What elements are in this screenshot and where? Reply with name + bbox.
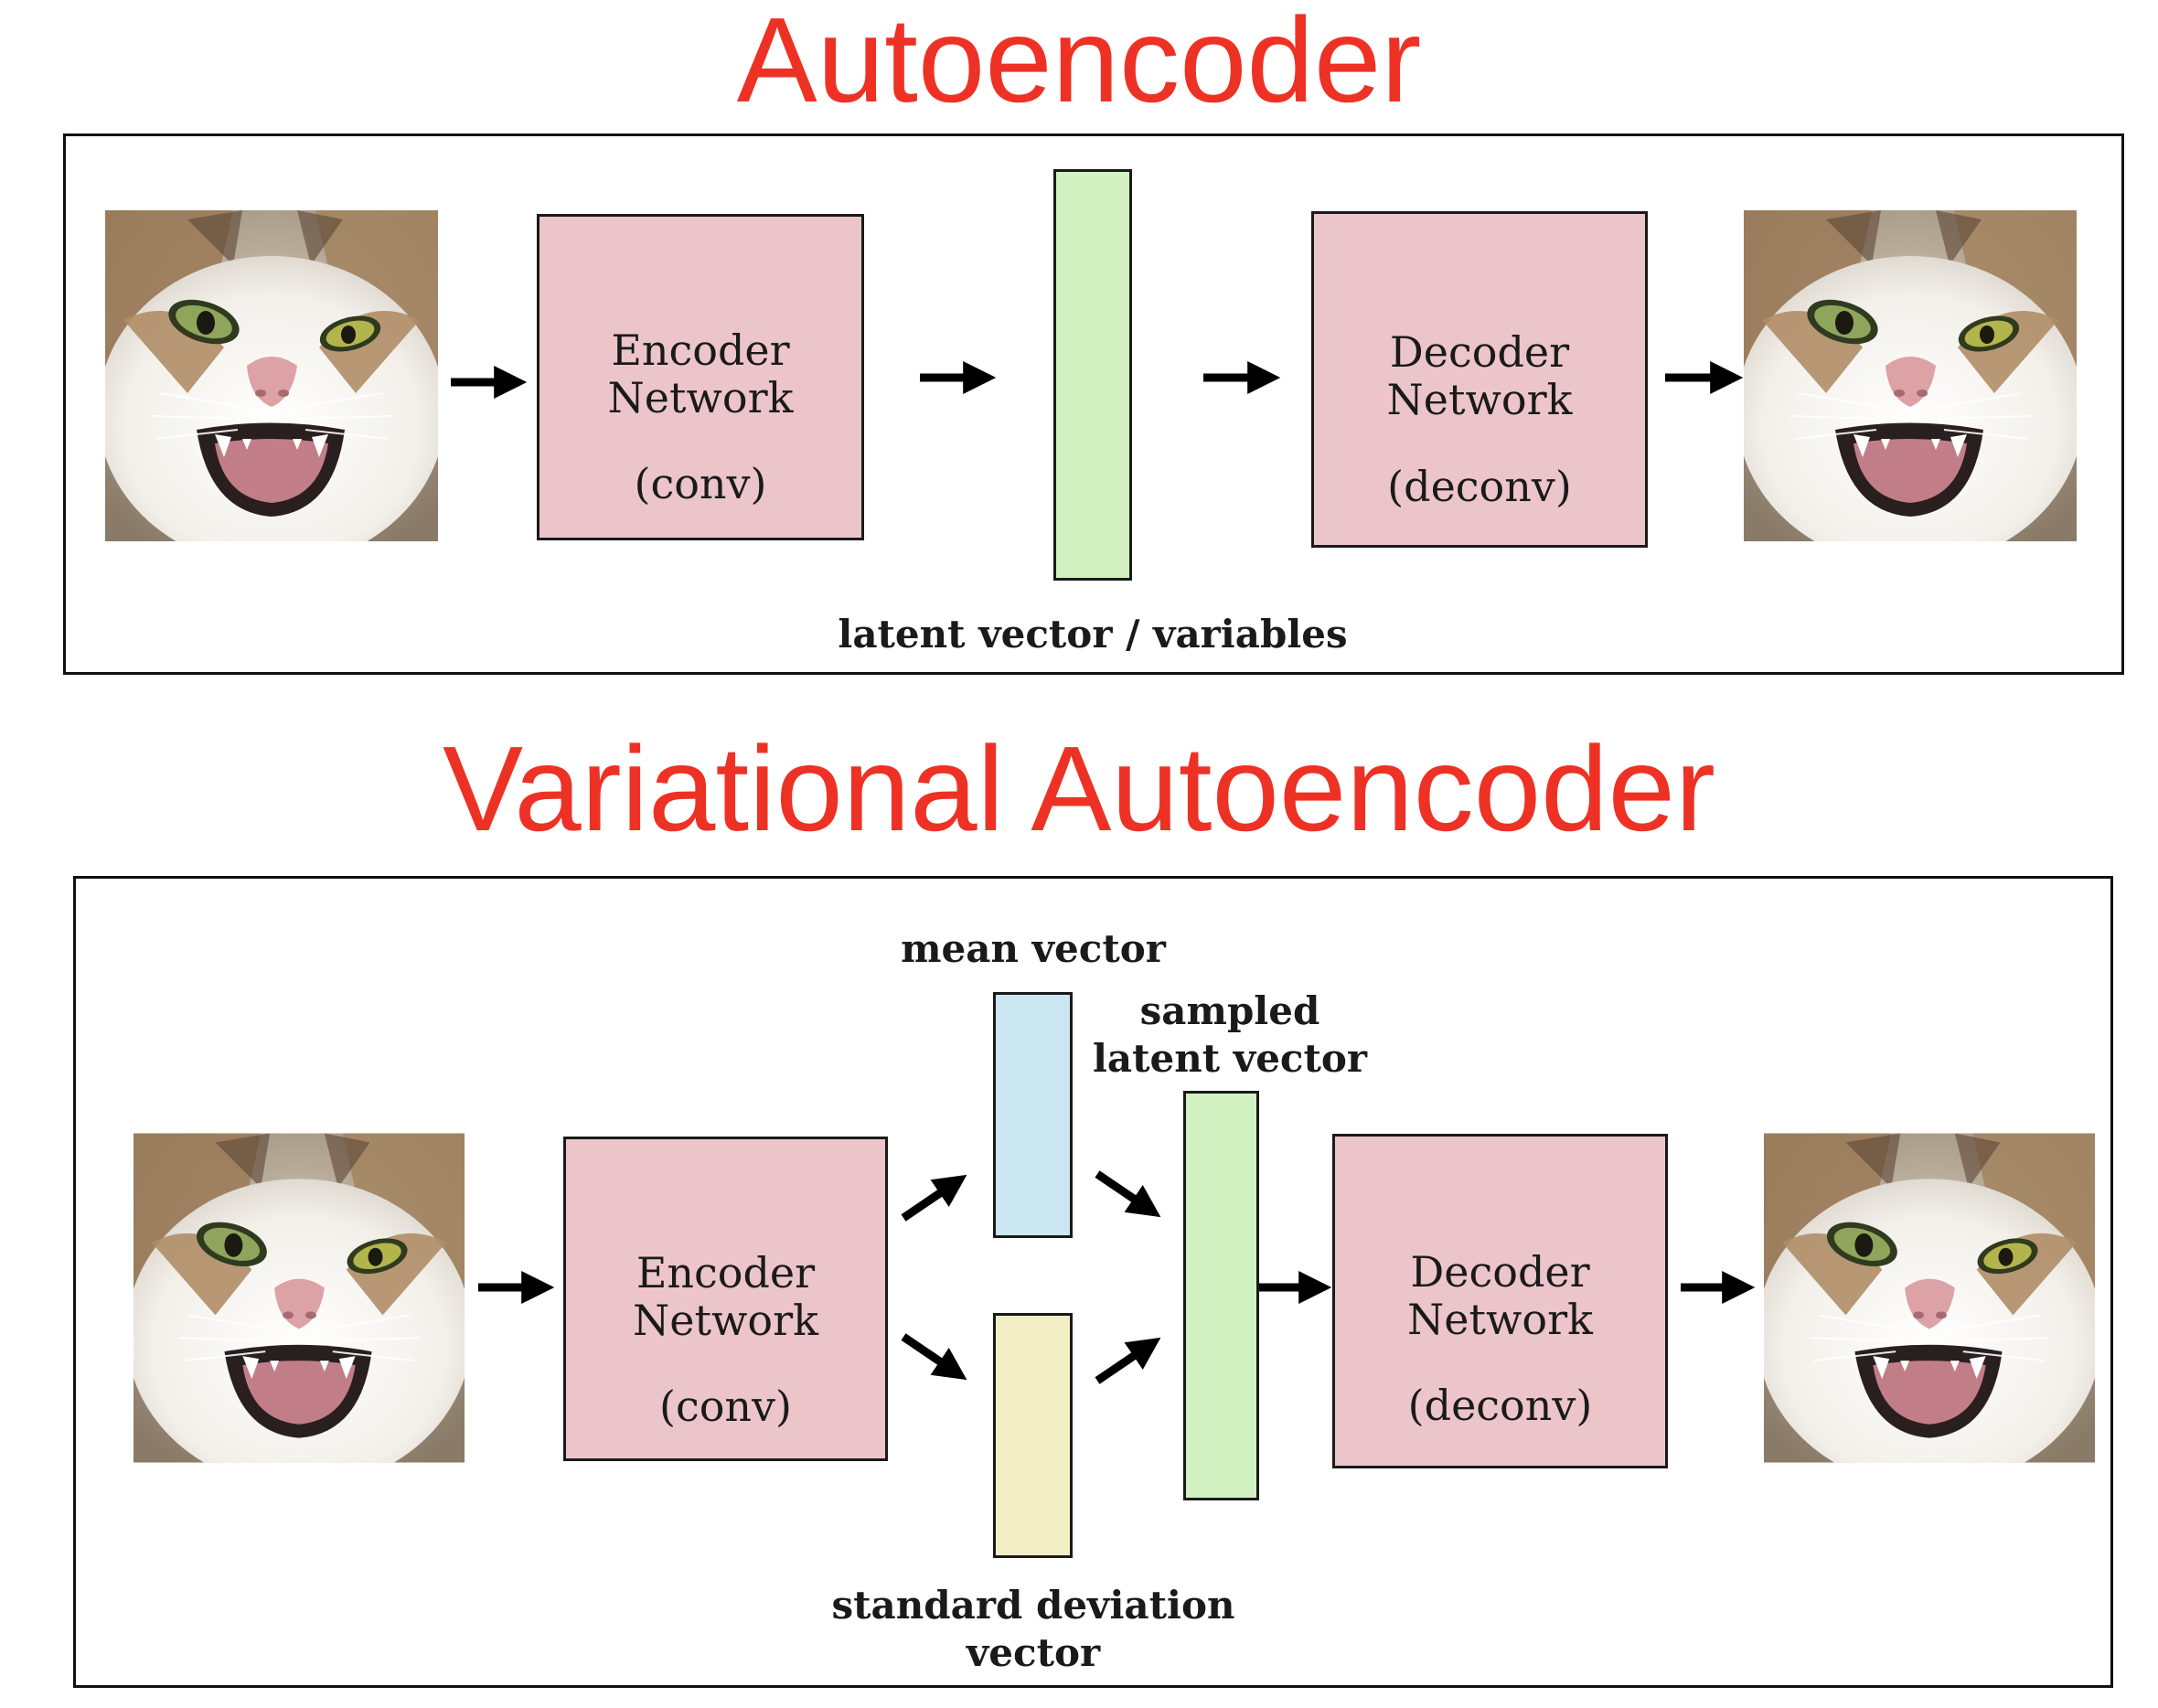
vae-encoder-label-1: Encoder xyxy=(636,1248,816,1297)
autoencoder-title: Autoencoder xyxy=(736,0,1422,127)
vae-decoder-box: Decoder Network (deconv) xyxy=(1332,1134,1668,1468)
ae-decoder-label-3: (deconv) xyxy=(1387,462,1572,511)
vae-std-label-1: standard deviation xyxy=(831,1583,1235,1628)
arrow-vae-mean-to-sampled xyxy=(1095,1170,1161,1218)
vae-decoder-label-3: (deconv) xyxy=(1407,1381,1593,1430)
vae-encoder-label-2: Network xyxy=(633,1296,818,1345)
vae-sampled-label-2: latent vector xyxy=(1092,1036,1368,1081)
vae-input-cat-image xyxy=(134,1133,465,1463)
vae-mean-label: mean vector xyxy=(901,926,1166,971)
vae-sampled-latent-bar xyxy=(1183,1091,1259,1500)
ae-encoder-label-2: Network xyxy=(607,373,794,422)
ae-latent-vector-bar xyxy=(1053,169,1132,581)
vae-sampled-label-1: sampled xyxy=(1139,988,1320,1033)
ae-output-cat-image xyxy=(1744,210,2077,541)
ae-encoder-box: Encoder Network (conv) xyxy=(537,214,864,540)
arrow-vae-encoder-to-mean xyxy=(901,1174,967,1222)
ae-latent-label: latent vector / variables xyxy=(838,612,1348,657)
vae-encoder-label-3: (conv) xyxy=(659,1382,792,1431)
ae-encoder-label-1: Encoder xyxy=(611,326,790,375)
vae-title: Variational Autoencoder xyxy=(443,721,1715,856)
vae-output-cat-image xyxy=(1764,1133,2095,1463)
vae-decoder-label-2: Network xyxy=(1407,1295,1593,1344)
ae-decoder-box: Decoder Network (deconv) xyxy=(1311,211,1648,548)
vae-std-vector-bar xyxy=(993,1313,1073,1558)
arrow-vae-std-to-sampled xyxy=(1095,1337,1161,1384)
ae-input-cat-image xyxy=(105,210,438,541)
ae-decoder-label-2: Network xyxy=(1386,375,1573,424)
ae-decoder-label-1: Decoder xyxy=(1389,327,1570,377)
vae-mean-vector-bar xyxy=(993,992,1073,1238)
arrow-vae-encoder-to-std xyxy=(901,1333,967,1381)
vae-decoder-label-1: Decoder xyxy=(1410,1247,1590,1297)
ae-encoder-label-3: (conv) xyxy=(634,459,767,508)
vae-std-label-2: vector xyxy=(966,1630,1101,1675)
vae-encoder-box: Encoder Network (conv) xyxy=(563,1137,888,1461)
